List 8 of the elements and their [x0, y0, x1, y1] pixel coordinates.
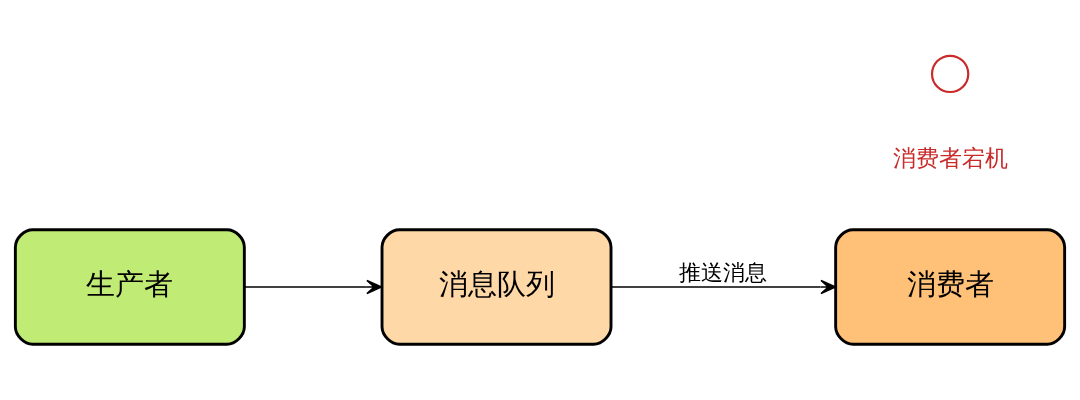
node-label: 消费者宕机 [892, 144, 1008, 172]
node-box: 消费者 [834, 228, 1067, 346]
node-box: 生产者 [13, 228, 246, 346]
edge-label: 推送消息 [679, 259, 768, 285]
node-box: 消息队列 [380, 228, 613, 346]
arrow [610, 279, 837, 295]
arrow [243, 279, 383, 295]
node-circle [930, 54, 970, 94]
